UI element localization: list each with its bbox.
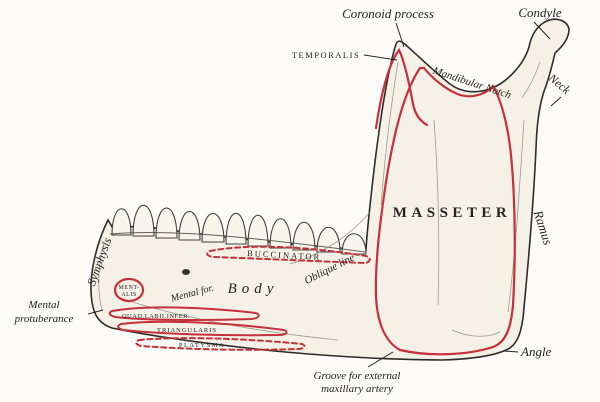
condyle-leader xyxy=(533,21,551,40)
label-temporalis: TEMPORALIS xyxy=(292,50,360,60)
gum-line xyxy=(109,231,367,253)
groove-leader xyxy=(367,351,394,368)
buccinator-outline xyxy=(206,245,371,265)
temporalis-outline xyxy=(374,47,429,130)
label-angle: Angle xyxy=(520,344,552,359)
label-mental-protuberance-2: protuberance xyxy=(14,313,74,325)
bone-drawing xyxy=(90,18,570,361)
label-condyle: Condyle xyxy=(518,5,562,20)
muscle-outlines xyxy=(108,47,516,356)
mandible-outline xyxy=(90,18,570,361)
teeth xyxy=(111,204,367,255)
label-triangularis: TRIANGULARIS xyxy=(157,327,217,334)
angle-leader xyxy=(503,350,519,353)
coronoid-leader xyxy=(395,22,405,48)
label-platysma: PLATYSMA xyxy=(179,342,225,349)
label-coronoid-process: Coronoid process xyxy=(342,6,434,21)
label-ramus: Ramus xyxy=(530,208,556,247)
mental-protuberance-leader xyxy=(87,309,104,315)
label-buccinator: BUCCINATOR xyxy=(247,248,322,262)
leader-lines xyxy=(87,21,562,368)
quadratus-labii-outline xyxy=(108,306,260,322)
mental-foramen xyxy=(182,269,190,275)
mentalis-outline xyxy=(113,277,145,303)
label-mentalis-1: MENT- xyxy=(119,285,140,291)
label-groove-1: Groove for external xyxy=(314,370,401,382)
triangularis-outline xyxy=(117,320,288,337)
neck-leader xyxy=(550,96,562,107)
platysma-outline xyxy=(135,337,306,351)
label-mentalis-2: ALIS xyxy=(121,292,136,298)
label-mental-protuberance-1: Mental xyxy=(27,299,59,311)
temporalis-leader xyxy=(363,54,398,61)
masseter-outline xyxy=(374,66,516,356)
label-body: Body xyxy=(228,281,279,297)
label-groove-2: maxillary artery xyxy=(321,383,393,395)
label-masseter: MASSETER xyxy=(393,205,512,221)
label-quad-labii-infer: QUAD.LABII.INFER. xyxy=(122,313,190,320)
